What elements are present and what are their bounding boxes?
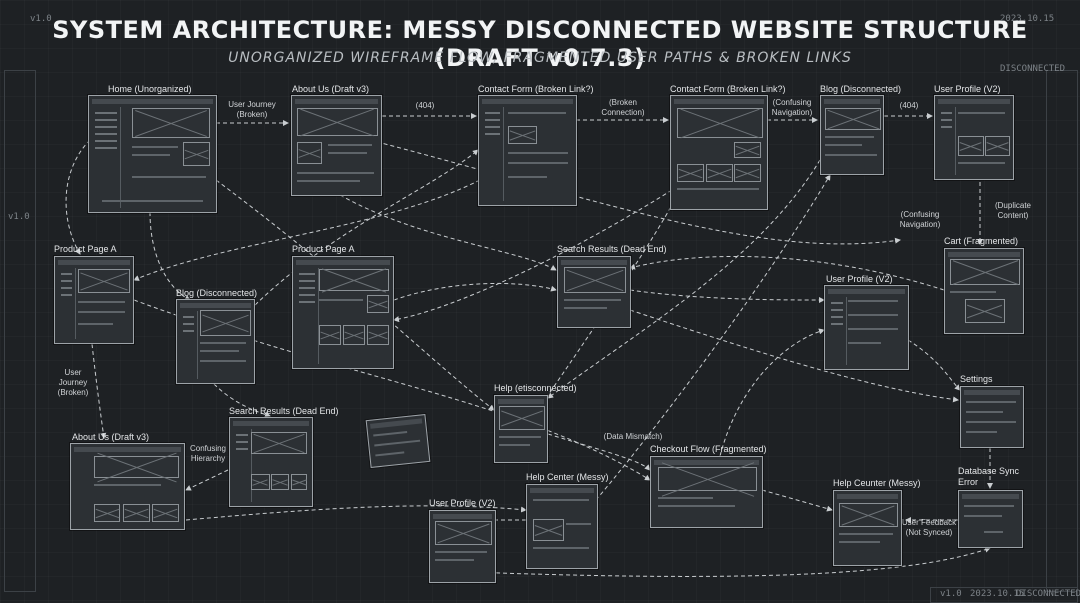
- link-checkout-helpceunter: [761, 489, 833, 512]
- node-about1[interactable]: [291, 95, 382, 196]
- node-blog2[interactable]: [176, 299, 255, 384]
- node-label-profile3: User Profile (V2): [429, 498, 496, 508]
- link-search2-about2: [185, 469, 229, 491]
- node-label-productA2: Product Page A: [292, 244, 355, 254]
- node-help1[interactable]: [494, 395, 548, 463]
- link-home-blog: [149, 211, 191, 301]
- link-label-feedback: User Feedback (Not Synced): [901, 518, 957, 537]
- footer-date: 2023.10.15: [970, 589, 1025, 599]
- link-cart-search: [629, 255, 945, 291]
- link-checkout-profile2: [719, 328, 825, 457]
- node-cart[interactable]: [944, 248, 1024, 334]
- node-about2[interactable]: [70, 443, 185, 530]
- node-home[interactable]: [88, 95, 217, 213]
- node-contact1[interactable]: [478, 95, 577, 206]
- node-label-help1: Help (etisconnected): [494, 383, 577, 393]
- link-profile3-dbsync: [467, 546, 991, 577]
- node-label-search2: Search Results (Dead End): [229, 406, 339, 416]
- node-label-cart: Cart (Fragmented): [944, 236, 1019, 246]
- footer-status: DISCONNECTED: [1016, 589, 1080, 599]
- node-label-blog2: Blog (Disconnected): [176, 288, 258, 298]
- node-label-profile2: User Profile (V2): [826, 274, 893, 284]
- node-label-productA1: Product Page A: [54, 244, 117, 254]
- link-search-profile: [629, 289, 825, 303]
- node-search1[interactable]: [557, 256, 631, 328]
- floating-fragment: [365, 413, 431, 469]
- node-productA2[interactable]: [292, 256, 394, 369]
- link-label-confusing-hierarchy: Confusing Hierarchy: [189, 444, 227, 463]
- node-settings[interactable]: [960, 386, 1024, 448]
- link-blog2-search2: [213, 383, 271, 418]
- link-about2-helpcenter: [185, 505, 527, 521]
- node-label-helpceunter: Help Ceunter (Messy): [833, 478, 921, 488]
- node-label-blog1: Blog (Disconnected): [820, 84, 902, 94]
- link-label-confusing-nav-mid: (Confusing Navigation): [899, 210, 941, 229]
- link-label-journey-left: User Journey (Broken): [57, 368, 89, 397]
- node-label-contact1: Contact Form (Broken Link?): [478, 84, 594, 94]
- link-label-confusing-nav-top: (Confusing Navigation): [771, 98, 813, 117]
- version-label-side: v1.0: [8, 212, 30, 222]
- page-title: SYSTEM ARCHITECTURE: MESSY DISCONNECTED …: [52, 16, 1028, 72]
- frame-right-rail: [1046, 70, 1078, 592]
- node-checkout[interactable]: [650, 456, 763, 528]
- link-label-duplicate: (Duplicate Content): [994, 201, 1031, 220]
- node-helpcenter[interactable]: [526, 484, 598, 569]
- version-label-top: v1.0: [30, 14, 52, 24]
- link-product-about2: [91, 343, 107, 439]
- link-help-checkout: [547, 433, 651, 471]
- node-helpceunter[interactable]: [833, 490, 902, 566]
- node-profile3[interactable]: [429, 510, 496, 583]
- date-label-top: 2023.10.15: [1000, 14, 1055, 24]
- node-label-search1: Search Results (Dead End): [557, 244, 667, 254]
- link-helpcenter-blog: [595, 174, 831, 501]
- link-productA2-search: [393, 282, 557, 301]
- link-about-search: [339, 194, 557, 271]
- link-home-product: [65, 139, 91, 255]
- link-contact2-productA2: [393, 189, 673, 323]
- node-label-dbsync: Database Sync Error: [958, 466, 1020, 487]
- link-about-blog: [369, 139, 901, 245]
- footer-version: v1.0: [940, 589, 962, 599]
- node-productA1[interactable]: [54, 256, 134, 344]
- link-blog-help: [547, 159, 821, 399]
- link-profile2-settings: [907, 339, 961, 391]
- node-profile2[interactable]: [824, 285, 909, 370]
- node-blog1[interactable]: [820, 95, 884, 175]
- link-label-broken-connection: (Broken Connection): [601, 98, 645, 117]
- link-contact-productA1: [133, 179, 481, 281]
- node-dbsync[interactable]: [958, 490, 1023, 548]
- status-label-top: DISCONNECTED: [1000, 64, 1066, 74]
- node-label-helpcenter: Help Center (Messy): [526, 472, 609, 482]
- link-search-settings: [629, 309, 959, 403]
- link-label-404-b: (404): [899, 101, 919, 110]
- node-search2[interactable]: [229, 417, 313, 507]
- node-label-about1: About Us (Draft v3): [292, 84, 370, 94]
- node-label-about2: About Us (Draft v3): [72, 432, 150, 442]
- link-blog2-contact: [249, 149, 479, 311]
- link-label-data-mismatch: (Data Mismatch): [603, 432, 663, 441]
- node-label-settings: Settings: [960, 374, 993, 384]
- node-label-home: Home (Unorganized): [108, 84, 192, 94]
- link-label-404-a: (404): [415, 101, 435, 110]
- frame-left-rail: [4, 70, 36, 592]
- node-label-profile1: User Profile (V2): [934, 84, 1001, 94]
- node-profile1[interactable]: [934, 95, 1014, 180]
- link-label-journey-top: User Journey (Broken): [228, 100, 276, 119]
- node-contact2[interactable]: [670, 95, 768, 210]
- page-subtitle: UNORGANIZED WIREFRAME FLOW, FRAGMENTED U…: [228, 50, 852, 66]
- node-label-contact2: Contact Form (Broken Link?): [670, 84, 786, 94]
- node-label-checkout: Checkout Flow (Fragmented): [650, 444, 767, 454]
